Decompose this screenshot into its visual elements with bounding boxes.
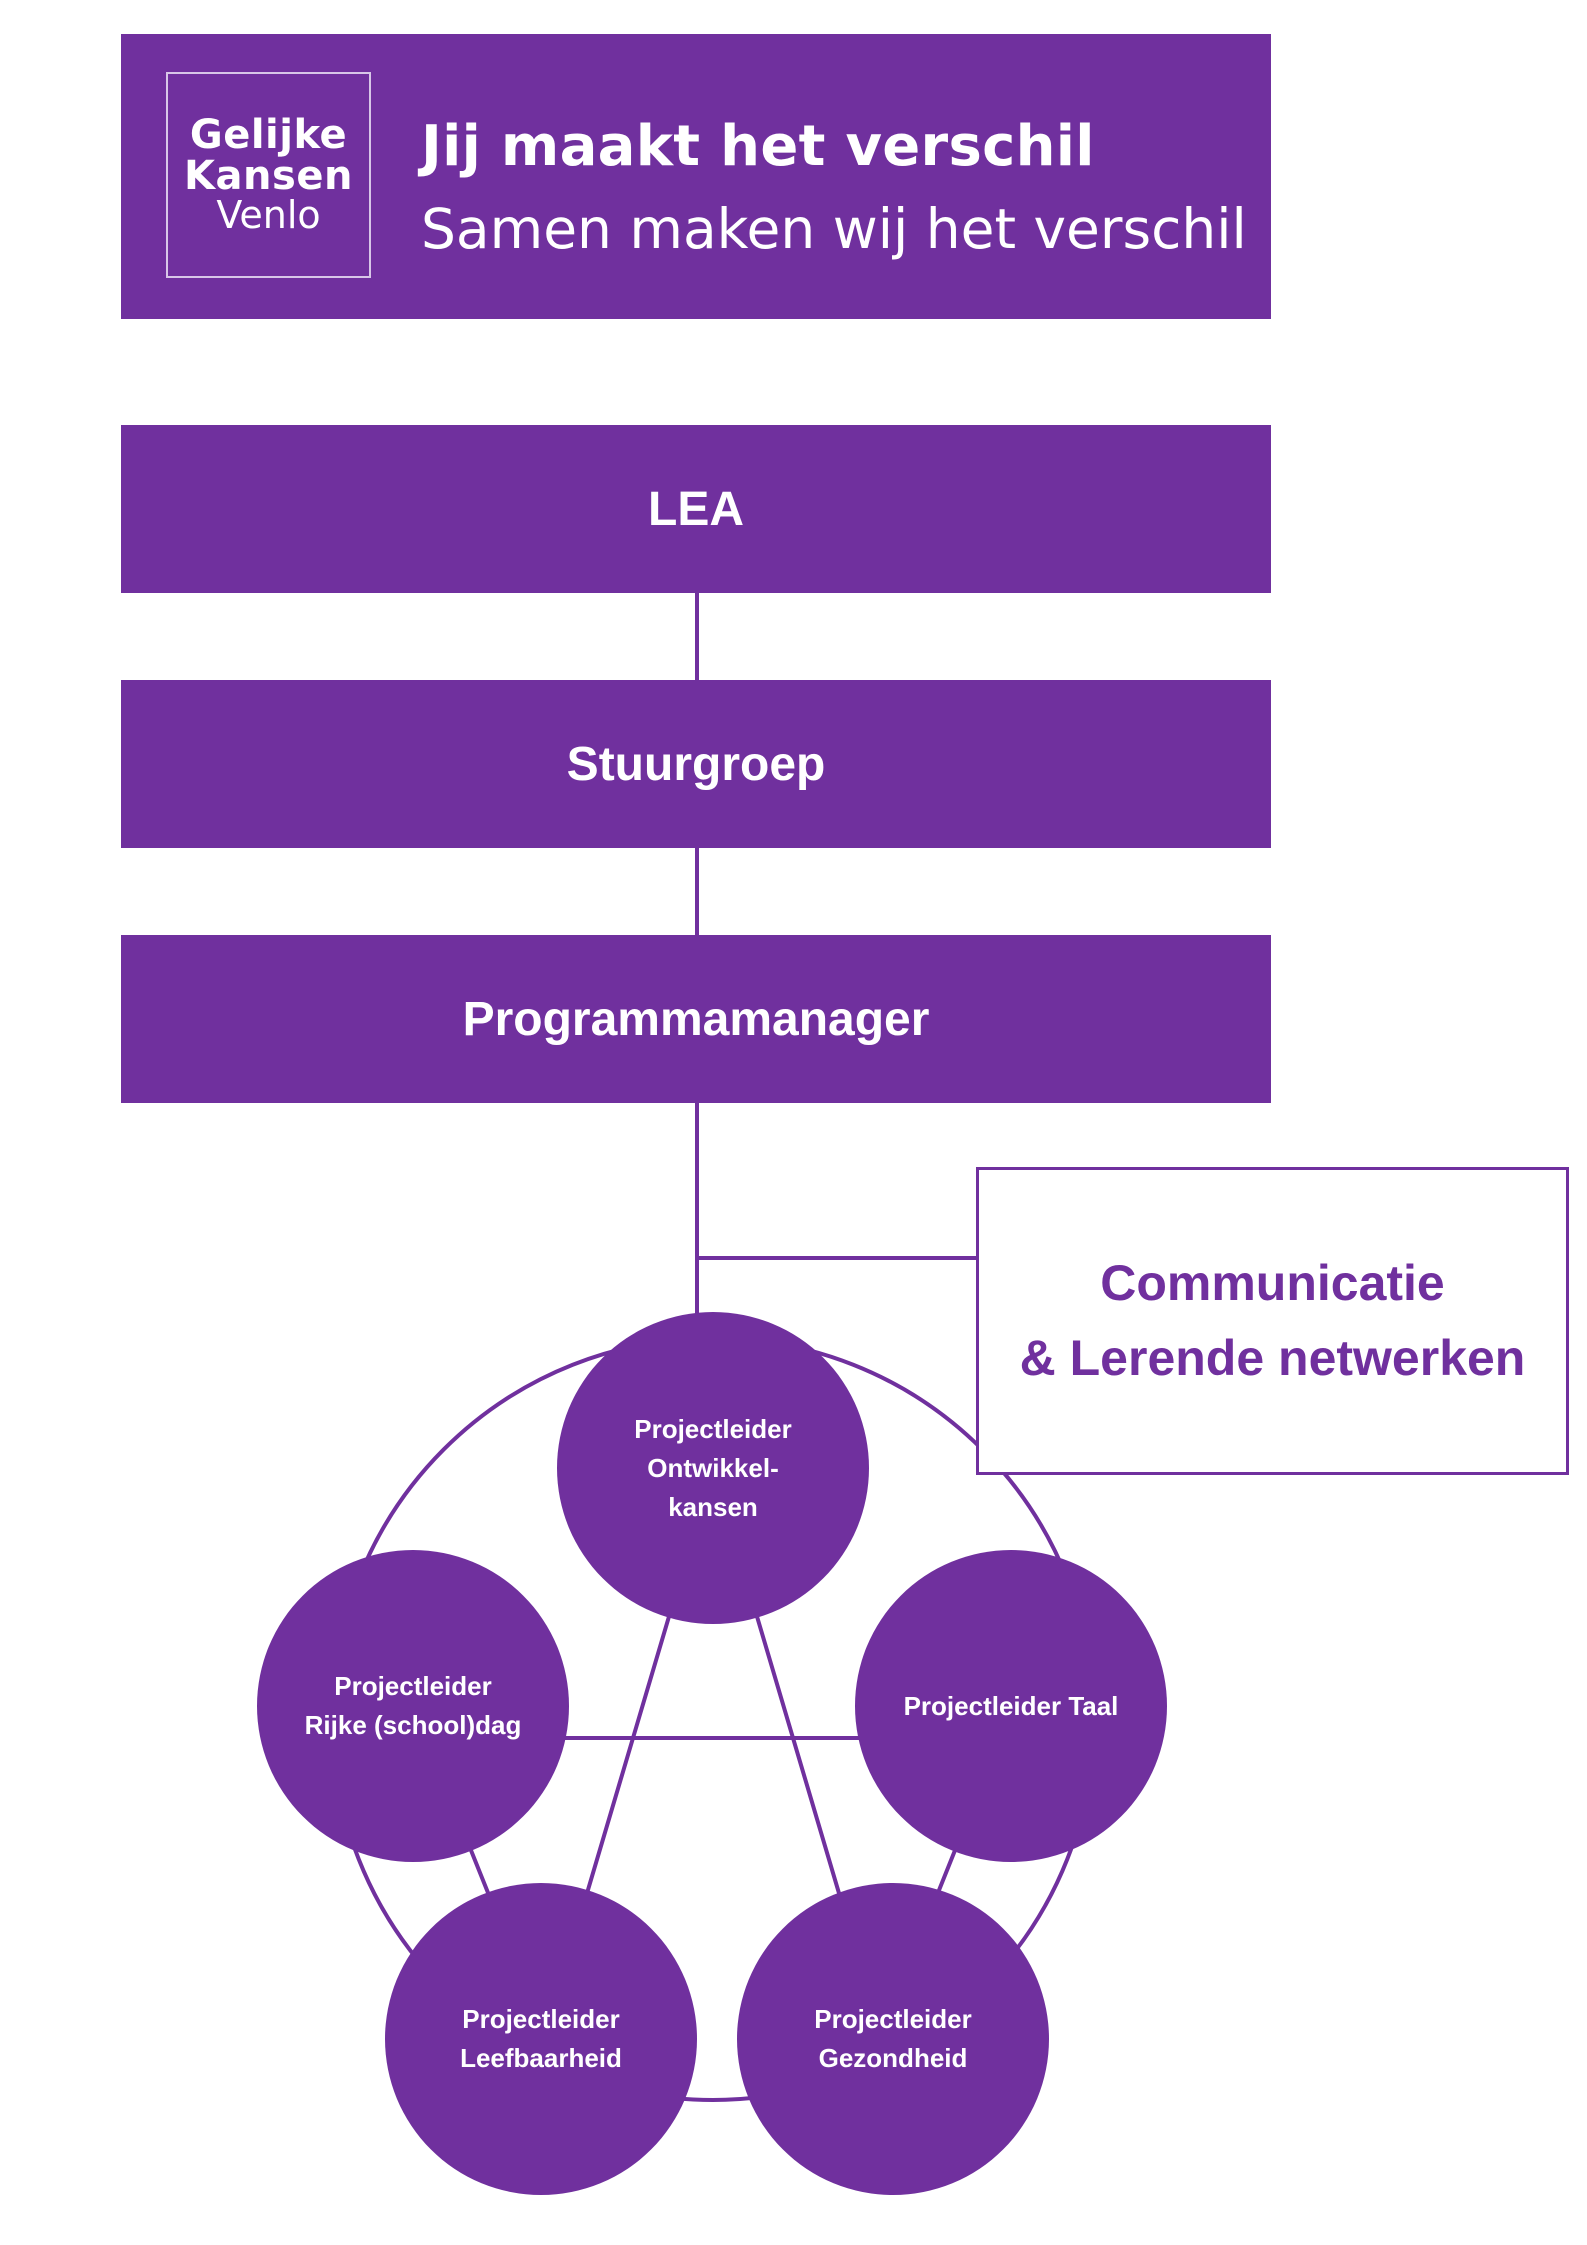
communicatie-line-1: Communicatie [1100,1255,1445,1311]
box-stuurgroep: Stuurgroep [121,680,1271,848]
node-label-line: Ontwikkel- [647,1452,779,1483]
node-label-line: Leefbaarheid [460,2043,622,2073]
tagline: Jij maakt het verschil Samen maken wij h… [421,114,1247,261]
logo-line-2: Kansen [184,152,353,199]
node-projectleider-rijke-schooldag: Projectleider Rijke (school)dag [257,1550,569,1862]
logo-line-1: Gelijke [189,111,348,158]
logo-line-3: Venlo [216,193,321,238]
node-label-line: Rijke (school)dag [304,1710,522,1740]
logo: Gelijke Kansen Venlo [166,72,371,278]
communicatie-line-2: & Lerende netwerken [1019,1330,1526,1386]
node-label-line: Projectleider [462,2004,620,2034]
box-lea: LEA [121,425,1271,593]
node-projectleider-gezondheid: Projectleider Gezondheid [737,1883,1049,2195]
node-projectleider-ontwikkelkansen: Projectleider Ontwikkel- kansen [557,1312,869,1624]
header-banner: Gelijke Kansen Venlo Jij maakt het versc… [121,34,1271,319]
header-title: Jij maakt het verschil [421,114,1095,179]
node-label-line: Projectleider [334,1671,492,1701]
box-communicatie: Communicatie & Lerende netwerken [976,1167,1569,1475]
node-label-line: Gezondheid [818,2043,968,2073]
box-programmamanager: Programmamanager [121,935,1271,1103]
node-label-line: Projectleider [814,2004,972,2034]
node-projectleider-taal: Projectleider Taal [855,1550,1167,1862]
header-subtitle: Samen maken wij het verschil [421,197,1247,261]
node-label-line: Projectleider [634,1413,792,1444]
node-label-line: kansen [668,1491,758,1522]
node-projectleider-leefbaarheid: Projectleider Leefbaarheid [385,1883,697,2195]
node-label-line: Projectleider Taal [903,1690,1119,1721]
